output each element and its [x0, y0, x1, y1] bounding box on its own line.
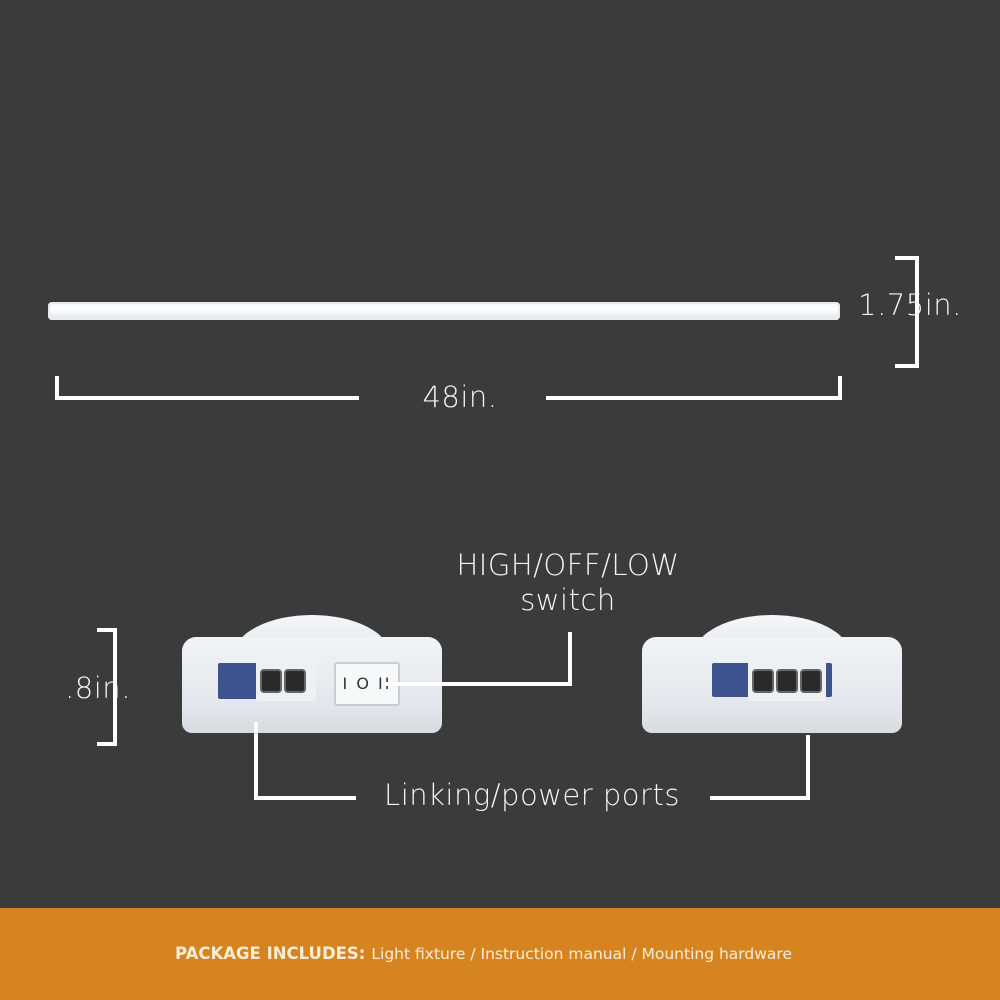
package-items: Light fixture / Instruction manual / Mou…	[371, 945, 792, 963]
light-fixture-bar	[48, 302, 840, 320]
package-band	[0, 908, 1000, 1000]
switch-label-line2: switch	[520, 583, 616, 617]
height-label: 1.75in.	[858, 288, 962, 322]
package-heading: PACKAGE INCLUDES:	[175, 944, 366, 963]
switch-label-line1: HIGH/OFF/LOW	[456, 548, 680, 582]
package-includes: PACKAGE INCLUDES: Light fixture / Instruc…	[175, 944, 792, 963]
length-label: 48in.	[422, 380, 498, 414]
ports-label: Linking/power ports	[384, 778, 680, 812]
left-end-cap: I O II	[182, 615, 442, 735]
depth-label: .8in.	[65, 671, 131, 705]
right-end-cap	[642, 615, 902, 735]
